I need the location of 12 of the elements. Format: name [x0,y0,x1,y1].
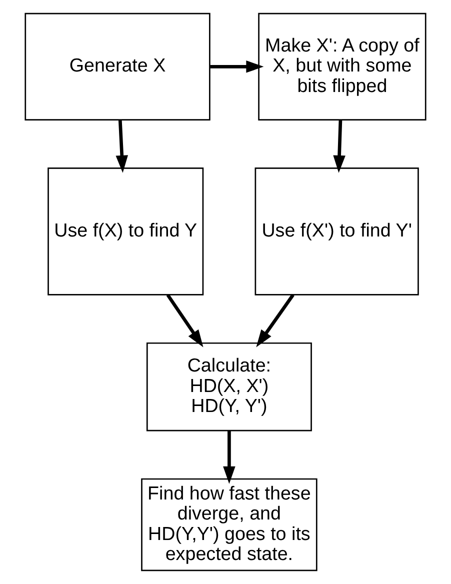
arrow [256,294,294,348]
node-box: Use f(X') to find Y' [254,168,419,296]
arrow [116,120,128,173]
node-box: Use f(X) to find Y [48,168,204,296]
arrow [223,430,236,484]
node-box: Find how fast these diverge, and HD(Y,Y') goes to its expected state. [141,478,318,572]
arrow [210,60,264,73]
node-box: Generate X [24,12,210,120]
node-box: Calculate: HD(X, X') HD(Y, Y') [146,342,312,432]
arrow [166,294,204,348]
arrow [333,120,346,173]
node-box: Make X': A copy of X, but with some bits flipped [258,12,426,120]
